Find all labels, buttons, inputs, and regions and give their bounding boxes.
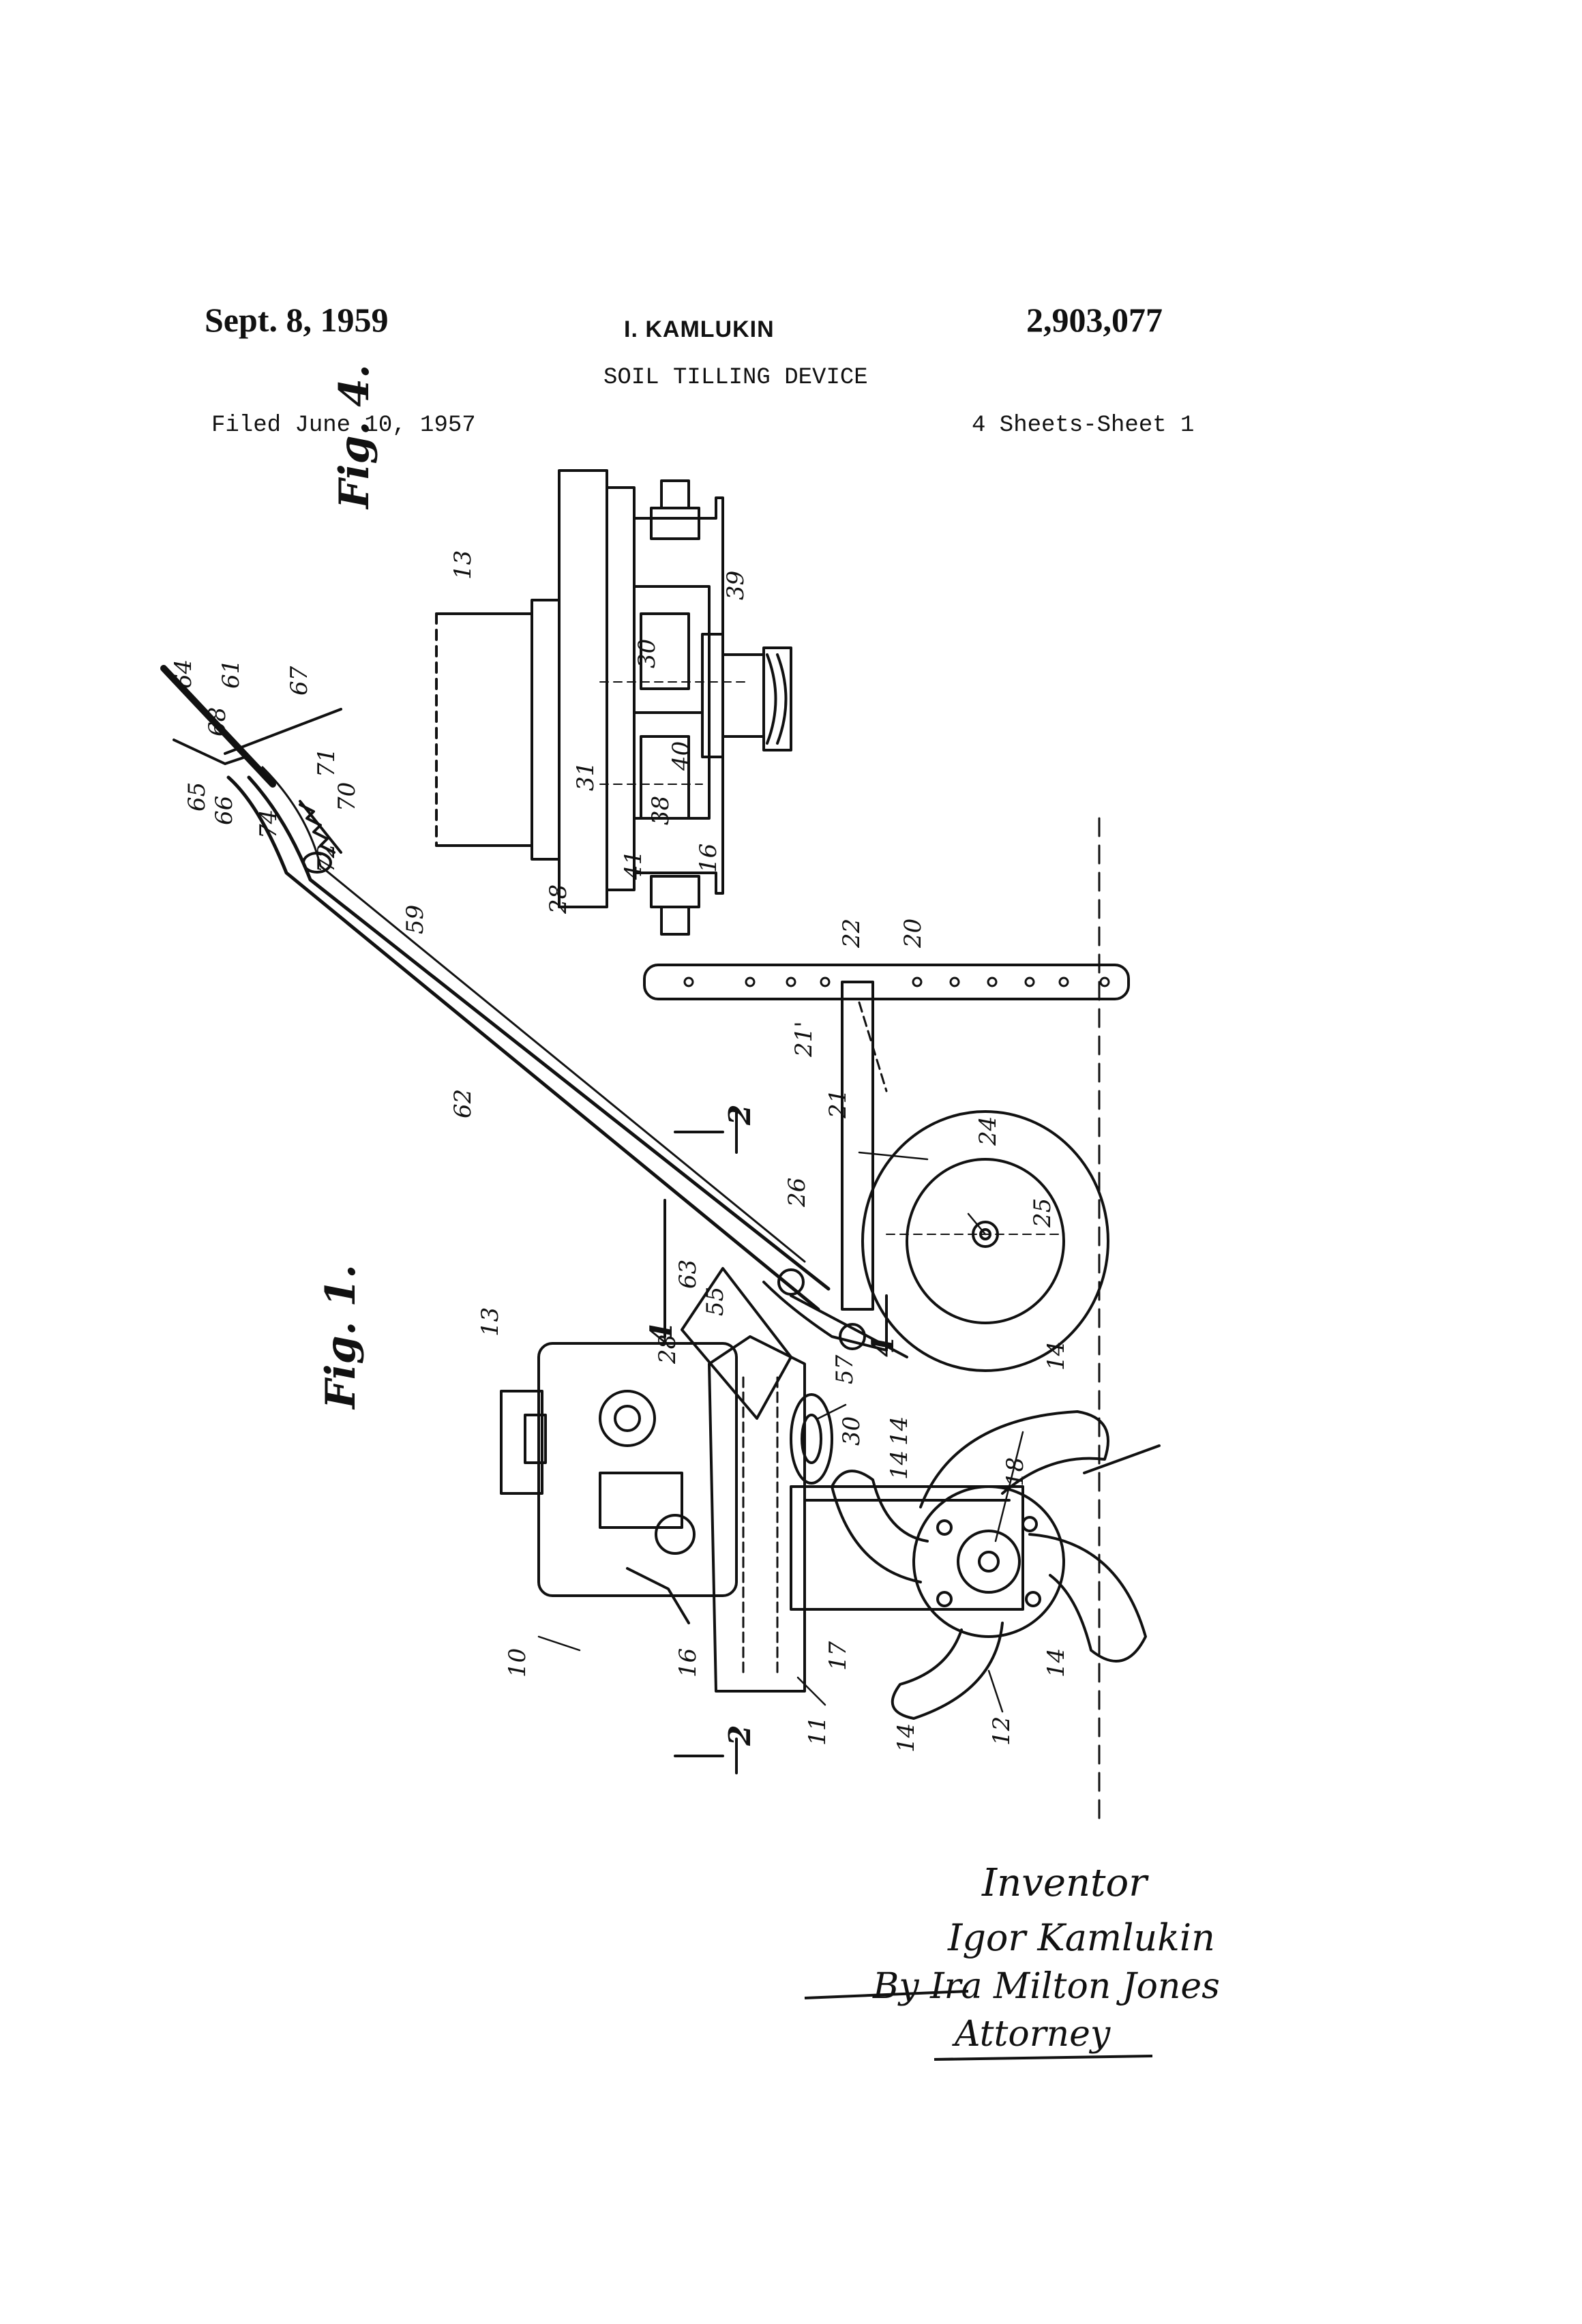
- ref-67: 67: [286, 666, 313, 696]
- signature-block: Inventor Igor Kamlukin By Ira Milton Jon…: [805, 1861, 1220, 2059]
- ref-55: 55: [702, 1287, 729, 1316]
- ref-14c: 14: [1043, 1648, 1070, 1678]
- ref-16: 16: [674, 1648, 702, 1678]
- ref-17: 17: [824, 1641, 852, 1671]
- leader-lines: [539, 1152, 1023, 1712]
- attorney-label: Attorney: [952, 2014, 1111, 2055]
- ref-31: 31: [572, 762, 599, 791]
- ref-68: 68: [204, 707, 231, 736]
- inventor-signature-name: Igor Kamlukin: [947, 1916, 1215, 1959]
- section-2-bottom: 2: [723, 1725, 758, 1746]
- ref-59: 59: [402, 905, 429, 934]
- ref-14a: 14: [1043, 1341, 1070, 1371]
- ref-62: 62: [449, 1089, 477, 1118]
- ref-65: 65: [183, 782, 211, 811]
- ref-63: 63: [674, 1260, 702, 1289]
- ref-14d: 14: [893, 1723, 920, 1753]
- section-2-top: 2: [723, 1104, 758, 1126]
- ref-64: 64: [170, 659, 197, 689]
- ref-12: 12: [988, 1716, 1015, 1746]
- ref-10: 10: [504, 1648, 531, 1678]
- section-4-right: 4: [866, 1336, 901, 1357]
- fig1-tiller-drawing: [164, 668, 1159, 1718]
- ref-39: 39: [722, 571, 749, 600]
- attorney-by-line: By Ira Milton Jones: [872, 1966, 1220, 2007]
- ref-14b: 14: [886, 1450, 913, 1480]
- ref-61: 61: [218, 659, 245, 689]
- ref-20: 20: [899, 919, 927, 949]
- ref-71: 71: [313, 748, 340, 777]
- fig4-section-drawing: [436, 471, 791, 934]
- reference-numerals: 10 11 12 13 13 14 14 14 14 14 16 16 17 1…: [170, 550, 1070, 1753]
- ref-25: 25: [1029, 1198, 1056, 1228]
- ref-40: 40: [668, 741, 695, 771]
- ref-22: 22: [838, 919, 865, 949]
- ref-74: 74: [255, 809, 282, 839]
- ref-21-prime: 21': [790, 1021, 818, 1058]
- inventor-heading: Inventor: [981, 1861, 1149, 1905]
- ref-66: 66: [211, 796, 238, 825]
- ref-26: 26: [783, 1178, 811, 1208]
- ref-11: 11: [804, 1716, 831, 1746]
- ref-38: 38: [647, 796, 674, 825]
- ref-14e: 14: [886, 1416, 913, 1446]
- ref-30-fig4: 30: [633, 639, 661, 668]
- ref-16-fig4: 16: [695, 844, 722, 873]
- ref-72: 72: [313, 844, 340, 873]
- ref-13: 13: [477, 1307, 504, 1337]
- ref-28-fig4: 28: [545, 884, 572, 914]
- ref-21: 21: [824, 1089, 852, 1119]
- ref-70: 70: [333, 782, 361, 811]
- fig1-label: Fig. 1.: [317, 1264, 365, 1410]
- ref-30: 30: [838, 1416, 865, 1446]
- ref-18: 18: [1002, 1457, 1029, 1487]
- ref-57: 57: [831, 1354, 859, 1384]
- ref-41: 41: [620, 850, 647, 880]
- fig4-label: Fig. 4.: [331, 364, 378, 510]
- ref-13-fig4: 13: [449, 550, 477, 580]
- ref-24: 24: [974, 1116, 1002, 1146]
- section-4-left: 4: [644, 1322, 679, 1343]
